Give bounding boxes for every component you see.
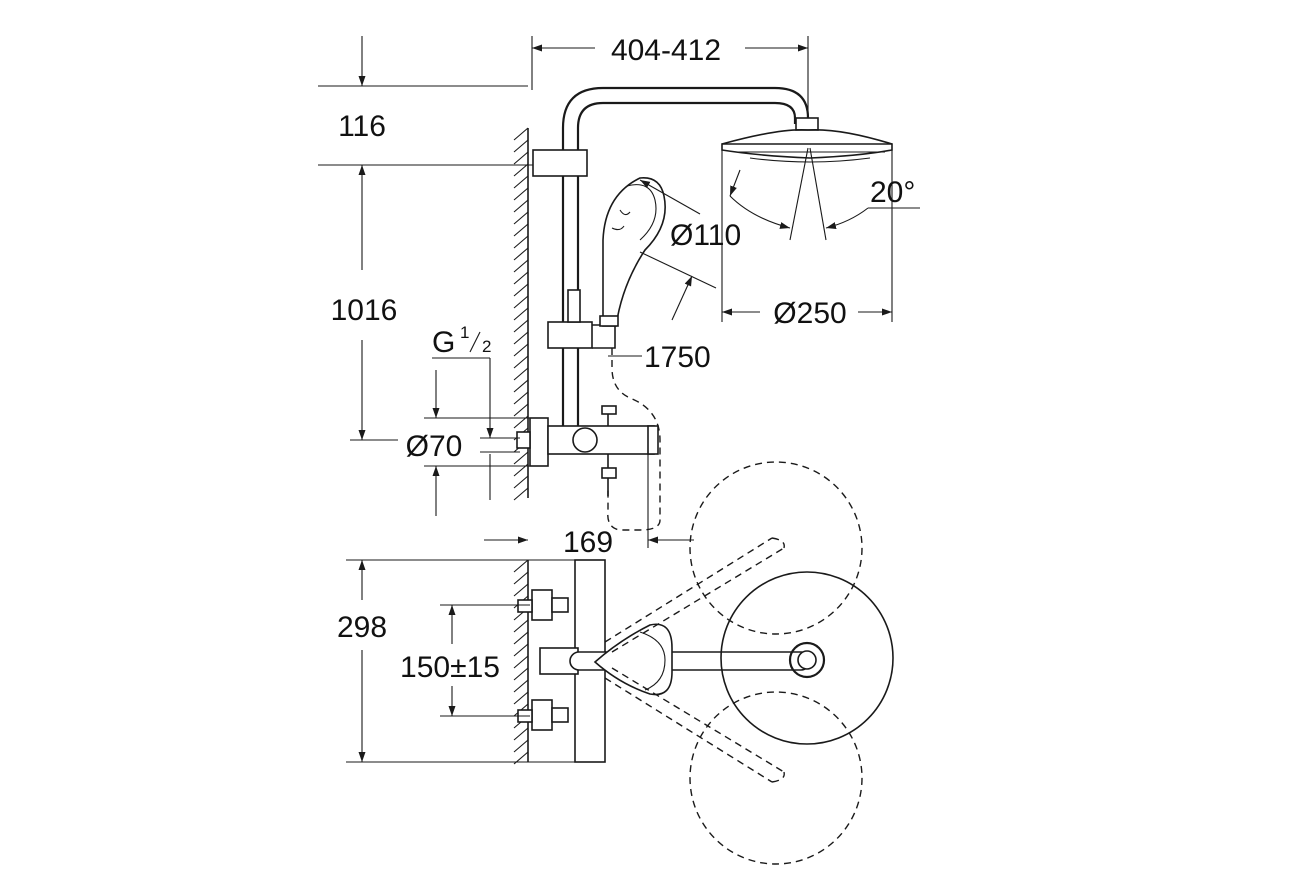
wall-hatch-line bbox=[513, 619, 529, 633]
wall-hatch-line bbox=[513, 343, 529, 357]
wall-hatch-line bbox=[513, 283, 529, 297]
wall-hatch-line bbox=[513, 139, 529, 153]
wall-hatch-line bbox=[513, 739, 529, 753]
wall-hatch-line bbox=[513, 199, 529, 213]
elevation-view bbox=[513, 86, 893, 531]
dim-hand-shower: Ø110 bbox=[670, 219, 741, 252]
wall-hatch-line bbox=[513, 727, 529, 741]
wall-hatch-line bbox=[513, 355, 529, 369]
wall-hatch-line bbox=[513, 247, 529, 261]
wall-hatch-line bbox=[513, 559, 529, 573]
wall-hatch-line bbox=[513, 583, 529, 597]
wall-hatch-line bbox=[513, 475, 529, 489]
dim-hose-length: 1750 bbox=[644, 341, 711, 374]
wall-hatch-line bbox=[513, 175, 529, 189]
wall-hatch-line bbox=[513, 295, 529, 309]
wall-hatch-line bbox=[513, 631, 529, 645]
wall-hatch-line bbox=[513, 367, 529, 381]
dim-rosette: Ø70 bbox=[406, 430, 463, 463]
wall-hatch-line bbox=[513, 451, 529, 465]
wall-hatch-line bbox=[513, 259, 529, 273]
wall-hatch-line bbox=[513, 319, 529, 333]
dim-rail-width: 404-412 bbox=[611, 34, 721, 67]
inlet-upper bbox=[517, 589, 569, 621]
dim-inlet-spacing: 150±15 bbox=[400, 651, 500, 684]
wall-hatch-line bbox=[513, 379, 529, 393]
dimension-lines bbox=[318, 36, 920, 763]
wall-hatch-line bbox=[513, 691, 529, 705]
head-shower-plan bbox=[720, 571, 894, 745]
hand-shower-slider bbox=[547, 321, 593, 349]
wall-hatch-line bbox=[513, 331, 529, 345]
wall-hatch-line bbox=[513, 643, 529, 657]
wall-hatch-line bbox=[513, 307, 529, 321]
wall-hatch-line bbox=[513, 679, 529, 693]
wall-hatch-line bbox=[513, 187, 529, 201]
dim-top-offset: 116 bbox=[338, 110, 386, 143]
hand-shower-side bbox=[599, 177, 666, 327]
wall-hatch-line bbox=[513, 127, 529, 141]
swung-positions bbox=[604, 461, 863, 865]
dim-thread-den: 2 bbox=[482, 337, 491, 356]
wall-hatch-line bbox=[513, 571, 529, 585]
dim-spray-angle: 20° bbox=[870, 176, 915, 209]
wall-hatch-line bbox=[513, 151, 529, 165]
dim-thread-num: 1 bbox=[460, 323, 469, 342]
wall-hatch-line bbox=[513, 403, 529, 417]
wall-hatch-line bbox=[513, 235, 529, 249]
wall-hatch-line bbox=[513, 163, 529, 177]
wall-bracket bbox=[532, 149, 588, 177]
inlet-lower bbox=[517, 699, 569, 731]
shower-rail bbox=[532, 86, 810, 430]
wall-hatch-line bbox=[513, 667, 529, 681]
wall-plan bbox=[513, 559, 529, 765]
dim-wall-spout: 169 bbox=[563, 526, 613, 559]
wall-hatch-line bbox=[513, 271, 529, 285]
wall-hatch-line bbox=[513, 391, 529, 405]
dim-plan-depth: 298 bbox=[337, 611, 387, 644]
wall-hatch-line bbox=[513, 223, 529, 237]
thermostat-mixer bbox=[516, 405, 659, 496]
dimension-labels: 404-412 116 1016 G 1 2 Ø70 1750 Ø110 Ø25… bbox=[331, 34, 916, 684]
shower-hose bbox=[607, 348, 661, 531]
hand-shower-plan bbox=[593, 623, 673, 696]
plan-view bbox=[513, 461, 894, 865]
wall-hatch-line bbox=[513, 655, 529, 669]
dim-head-shower: Ø250 bbox=[773, 297, 846, 330]
dim-rail-height: 1016 bbox=[331, 294, 398, 327]
spray-angle-lines bbox=[789, 147, 827, 241]
wall-hatch-line bbox=[513, 211, 529, 225]
wall-hatch-line bbox=[513, 487, 529, 501]
dim-thread-g: G bbox=[432, 326, 455, 359]
